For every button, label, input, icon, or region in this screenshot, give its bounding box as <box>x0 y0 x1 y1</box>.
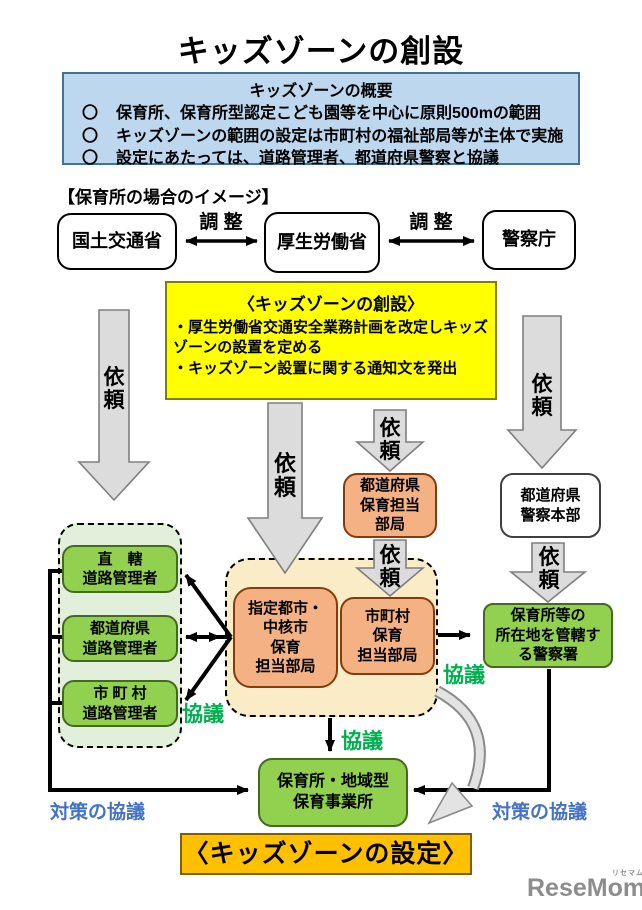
bullet-marker: 〇 <box>82 150 99 168</box>
curved-arrow-fill <box>435 687 484 790</box>
overview-bullet: 〇 設定にあたっては、道路管理者、都道府県警察と協議 <box>74 148 568 171</box>
overview-title: キッズゾーンの概要 <box>249 83 393 100</box>
request-arrow-left <box>77 309 151 502</box>
request-label: 依頼 <box>531 373 553 419</box>
measures-consult-label: 対策の協議 <box>492 802 588 823</box>
bullet-text: 設定にあたっては、道路管理者、都道府県警察と協議 <box>116 150 499 168</box>
node-designated-city-childcare-bureau: 指定都市・ 中核市 保育 担当部局 <box>233 587 338 688</box>
node-prefectural-childcare-bureau: 都道府県 保育担当 部局 <box>343 473 437 538</box>
request-arrow-center <box>246 402 324 575</box>
bullet-text: キッズゾーンの範囲の設定は市町村の福祉部局等が主体で実施 <box>116 127 564 145</box>
request-label: 依頼 <box>379 417 401 463</box>
request-label: 依頼 <box>538 546 560 592</box>
creation-bullet: ・厚生労働省交通安全業務計画を改定しキッズゾーンの設置を定める <box>173 319 489 357</box>
creation-bullet: ・キッズゾーン設置に関する通知文を発出 <box>173 359 458 377</box>
node-nursery: 保育所・地域型 保育事業所 <box>258 758 408 827</box>
node-prefectural-police-hq: 都道府県 警察本部 <box>500 473 601 538</box>
page-title: キッズゾーンの創設 <box>177 34 465 69</box>
measures-consult-label: 対策の協議 <box>50 802 146 823</box>
node-road-manager-direct: 直 轄 道路管理者 <box>62 545 178 593</box>
resemom-logo: ReseMom. リセマム <box>527 870 642 903</box>
request-arrow-pref <box>354 409 426 473</box>
fan-line <box>184 635 233 702</box>
node-police-station: 保育所等の 所在地を管轄す る警察署 <box>483 603 613 668</box>
overview-bullet: 〇 キッズゾーンの範囲の設定は市町村の福祉部局等が主体で実施 <box>74 126 568 149</box>
section-label: 【保育所の場合のイメージ】 <box>58 188 279 207</box>
overview-bullet: 〇 保育所、保育所型認定こども園等を中心に原則500mの範囲 <box>74 103 568 126</box>
creation-box: 〈キッズゾーンの創設〉 ・厚生労働省交通安全業務計画を改定しキッズゾーンの設置を… <box>165 281 497 400</box>
node-mhlw: 厚生労働省 <box>264 212 380 273</box>
node-road-manager-municipal: 市 町 村 道路管理者 <box>62 680 178 727</box>
consult-label: 協議 <box>182 703 224 726</box>
node-road-manager-prefectural: 都道府県 道路管理者 <box>62 615 178 662</box>
request-arrow-municipal <box>354 539 426 598</box>
coordination-label: 調 整 <box>409 212 453 233</box>
curved-arrow-head <box>427 781 474 825</box>
node-npa: 警察庁 <box>482 210 576 270</box>
creation-title: 〈キッズゾーンの創設〉 <box>237 295 425 314</box>
request-arrow-right <box>506 315 578 470</box>
bullet-marker: 〇 <box>82 105 99 122</box>
coordination-label: 調 整 <box>199 212 243 233</box>
request-label: 依頼 <box>273 451 296 500</box>
bullet-marker: 〇 <box>82 127 99 145</box>
overview-box: キッズゾーンの概要 〇 保育所、保育所型認定こども園等を中心に原則500mの範囲… <box>62 72 580 167</box>
measures-line-left <box>48 569 249 795</box>
consult-fan <box>184 573 233 702</box>
node-kids-zone-setting: 〈キッズゾーンの設定〉 <box>180 833 472 875</box>
request-label: 依頼 <box>379 544 401 590</box>
consult-label: 協議 <box>443 664 485 687</box>
fan-line <box>184 573 233 639</box>
node-mlit: 国土交通省 <box>57 213 177 270</box>
request-arrow-police <box>508 542 588 604</box>
consult-label: 協議 <box>341 730 383 753</box>
logo-text: ReseMom. <box>527 874 642 902</box>
node-municipal-childcare-bureau: 市町村 保育 担当部局 <box>340 597 435 675</box>
request-label: 依頼 <box>103 366 125 412</box>
request-arrows <box>77 309 588 604</box>
bullet-text: 保育所、保育所型認定こども園等を中心に原則500mの範囲 <box>116 105 541 122</box>
logo-ruby: リセマム <box>612 870 642 877</box>
